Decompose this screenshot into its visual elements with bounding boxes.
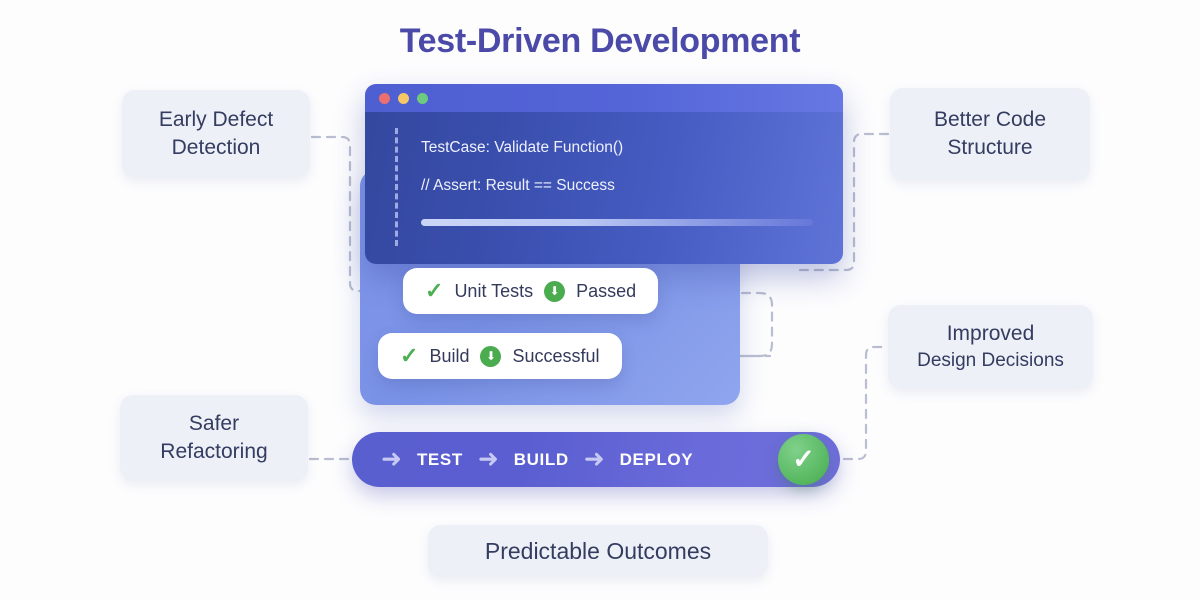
code-window-titlebar xyxy=(365,84,843,112)
benefit-early-defect-detection: Early Defect Detection xyxy=(122,90,310,178)
minimize-dot-icon[interactable] xyxy=(398,92,409,104)
download-badge-icon: ⬇ xyxy=(480,345,502,367)
benefit-improved-design-decisions: Improved Design Decisions xyxy=(888,305,1093,389)
download-badge-icon: ⬇ xyxy=(544,280,566,302)
status-card-label-right: Successful xyxy=(512,345,600,366)
benefit-safer-refactoring: Safer Refactoring xyxy=(120,395,308,481)
page-title: Test-Driven Development xyxy=(399,22,801,60)
status-card-label-right: Passed xyxy=(576,280,637,301)
status-card-build: ✓ Build ⬇ Successful xyxy=(378,333,622,379)
code-editor-body: TestCase: Validate Function() // Assert:… xyxy=(365,112,843,264)
status-card-unit-tests: ✓ Unit Tests ⬇ Passed xyxy=(403,268,659,314)
benefit-line-1: Safer xyxy=(188,411,240,435)
code-editor-window: TestCase: Validate Function() // Assert:… xyxy=(365,84,843,264)
benefit-line-2: Structure xyxy=(947,136,1033,159)
connector-deploy-check xyxy=(827,345,890,461)
code-line-2: // Assert: Result == Success xyxy=(421,176,615,194)
maximize-dot-icon[interactable] xyxy=(417,92,428,104)
check-icon: ✓ xyxy=(400,343,419,368)
benefit-line-1: Early Defect xyxy=(158,107,274,131)
benefit-predictable-outcomes: Predictable Outcomes xyxy=(428,525,768,577)
status-card-label-left: Unit Tests xyxy=(454,280,534,301)
benefit-better-code-structure: Better Code Structure xyxy=(890,88,1090,180)
code-progress-bar xyxy=(421,219,813,226)
pipeline-step-deploy: DEPLOY xyxy=(619,449,694,469)
code-gutter-dashed-line xyxy=(395,128,398,246)
pipeline-arrow-icon-1: ➜ xyxy=(477,445,499,473)
benefit-line-2: Design Decisions xyxy=(917,350,1064,372)
benefit-line-2: Detection xyxy=(171,136,261,159)
status-card-label-left: Build xyxy=(429,345,470,366)
benefit-line-1: Predictable Outcomes xyxy=(484,537,712,564)
code-line-1: TestCase: Validate Function() xyxy=(421,139,624,156)
pipeline-arrow-icon-2: ➜ xyxy=(583,445,605,473)
benefit-line-2: Refactoring xyxy=(160,440,268,463)
pipeline-bar: ➜ TEST ➜ BUILD ➜ DEPLOY xyxy=(352,432,840,487)
pipeline-success-check-icon: ✓ xyxy=(778,434,829,485)
pipeline-lead-arrow-icon: ➜ xyxy=(381,445,402,473)
benefit-line-1: Better Code xyxy=(933,107,1047,131)
pipeline-step-test: TEST xyxy=(416,449,463,469)
pipeline-step-build: BUILD xyxy=(513,449,569,469)
benefit-line-1: Improved xyxy=(946,322,1035,346)
check-icon: ✓ xyxy=(425,278,444,303)
close-dot-icon[interactable] xyxy=(379,92,390,104)
